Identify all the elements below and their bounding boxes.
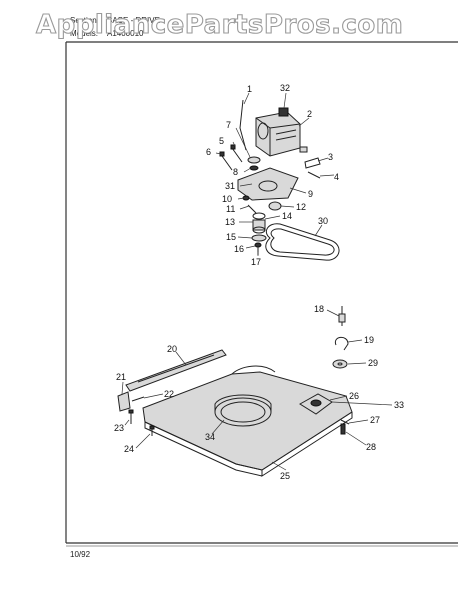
callout-15: 15 bbox=[226, 232, 236, 242]
callout-29: 29 bbox=[368, 358, 378, 368]
callout-31: 31 bbox=[225, 181, 235, 191]
callout-4: 4 bbox=[334, 172, 339, 182]
callout-16: 16 bbox=[234, 244, 244, 254]
callout-10: 10 bbox=[222, 194, 232, 204]
callout-21: 21 bbox=[116, 372, 126, 382]
models-value: A1400010 bbox=[107, 29, 144, 38]
base-assembly bbox=[117, 306, 353, 477]
callout-26: 26 bbox=[349, 391, 359, 401]
page-frame bbox=[65, 41, 458, 547]
date-code: 10/92 bbox=[70, 550, 91, 559]
callout-13: 13 bbox=[225, 217, 235, 227]
callout-7: 7 bbox=[226, 120, 231, 130]
callout-18: 18 bbox=[314, 304, 324, 314]
callout-numbers: 1 2 3 4 5 6 7 8 9 10 11 12 13 14 15 16 1… bbox=[114, 83, 404, 481]
section-label: Section: bbox=[70, 16, 99, 25]
callout-9: 9 bbox=[308, 189, 313, 199]
callout-14: 14 bbox=[282, 211, 292, 221]
callout-23: 23 bbox=[114, 423, 124, 433]
callout-28: 28 bbox=[366, 442, 376, 452]
callout-2: 2 bbox=[307, 109, 312, 119]
models-label: Models: bbox=[70, 29, 98, 38]
leader-lines bbox=[121, 92, 393, 471]
callout-8: 8 bbox=[233, 167, 238, 177]
watermark: AppliancePartsPros.com bbox=[36, 10, 403, 40]
callout-6: 6 bbox=[206, 147, 211, 157]
callout-24: 24 bbox=[124, 444, 134, 454]
callout-32: 32 bbox=[280, 83, 290, 93]
callout-11: 11 bbox=[226, 204, 235, 214]
callout-27: 27 bbox=[370, 415, 380, 425]
section-value: BASE - DRIVE bbox=[107, 16, 160, 25]
callout-25: 25 bbox=[280, 471, 290, 481]
callout-30: 30 bbox=[318, 216, 328, 226]
callout-5: 5 bbox=[219, 136, 224, 146]
motor-assembly bbox=[219, 99, 340, 261]
callout-22: 22 bbox=[164, 389, 174, 399]
callout-20: 20 bbox=[167, 344, 177, 354]
callout-34: 34 bbox=[205, 432, 215, 442]
callout-19: 19 bbox=[364, 335, 374, 345]
callout-1: 1 bbox=[247, 84, 252, 94]
callout-17: 17 bbox=[251, 257, 261, 267]
callout-12: 12 bbox=[296, 202, 306, 212]
callout-33: 33 bbox=[394, 400, 404, 410]
callout-3: 3 bbox=[328, 152, 333, 162]
